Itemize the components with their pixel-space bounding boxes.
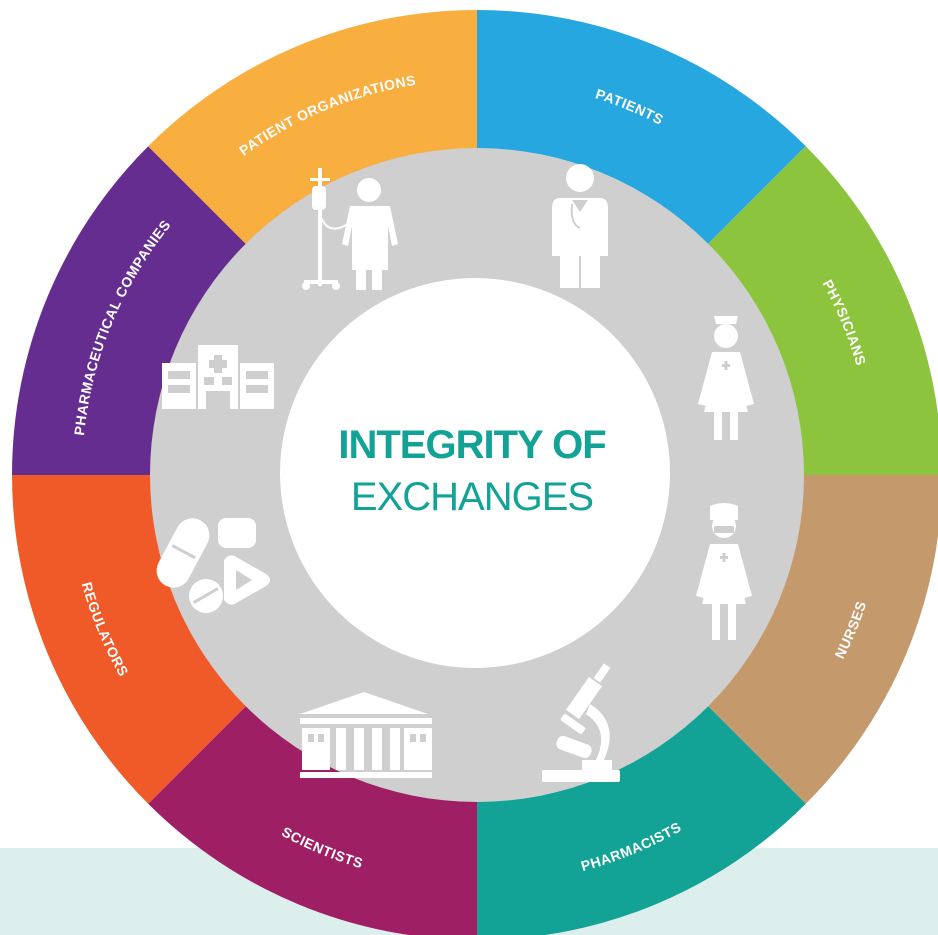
pharmacist-icon (696, 503, 752, 640)
physician-icon (552, 164, 608, 288)
segment-scientists (148, 701, 477, 935)
center-title-line2: EXCHANGES (351, 475, 593, 519)
segment-patients (477, 10, 806, 249)
segment-pharmacists (477, 701, 806, 935)
hospital-icon (162, 345, 274, 409)
pills-icon (156, 518, 270, 613)
center-title-line1: INTEGRITY OF (338, 423, 605, 467)
segment-patient-organizations (148, 10, 477, 249)
segment-physicians (703, 146, 938, 475)
government-building-icon (300, 692, 432, 778)
segment-pharmaceutical-companies (12, 146, 251, 475)
segment-regulators (12, 475, 251, 804)
segment-nurses (703, 475, 938, 804)
segment-ring (12, 10, 938, 935)
microscope-icon (542, 663, 620, 782)
nurse-icon (698, 316, 754, 440)
patient-iv-icon (302, 168, 398, 290)
center-disc (280, 278, 670, 668)
